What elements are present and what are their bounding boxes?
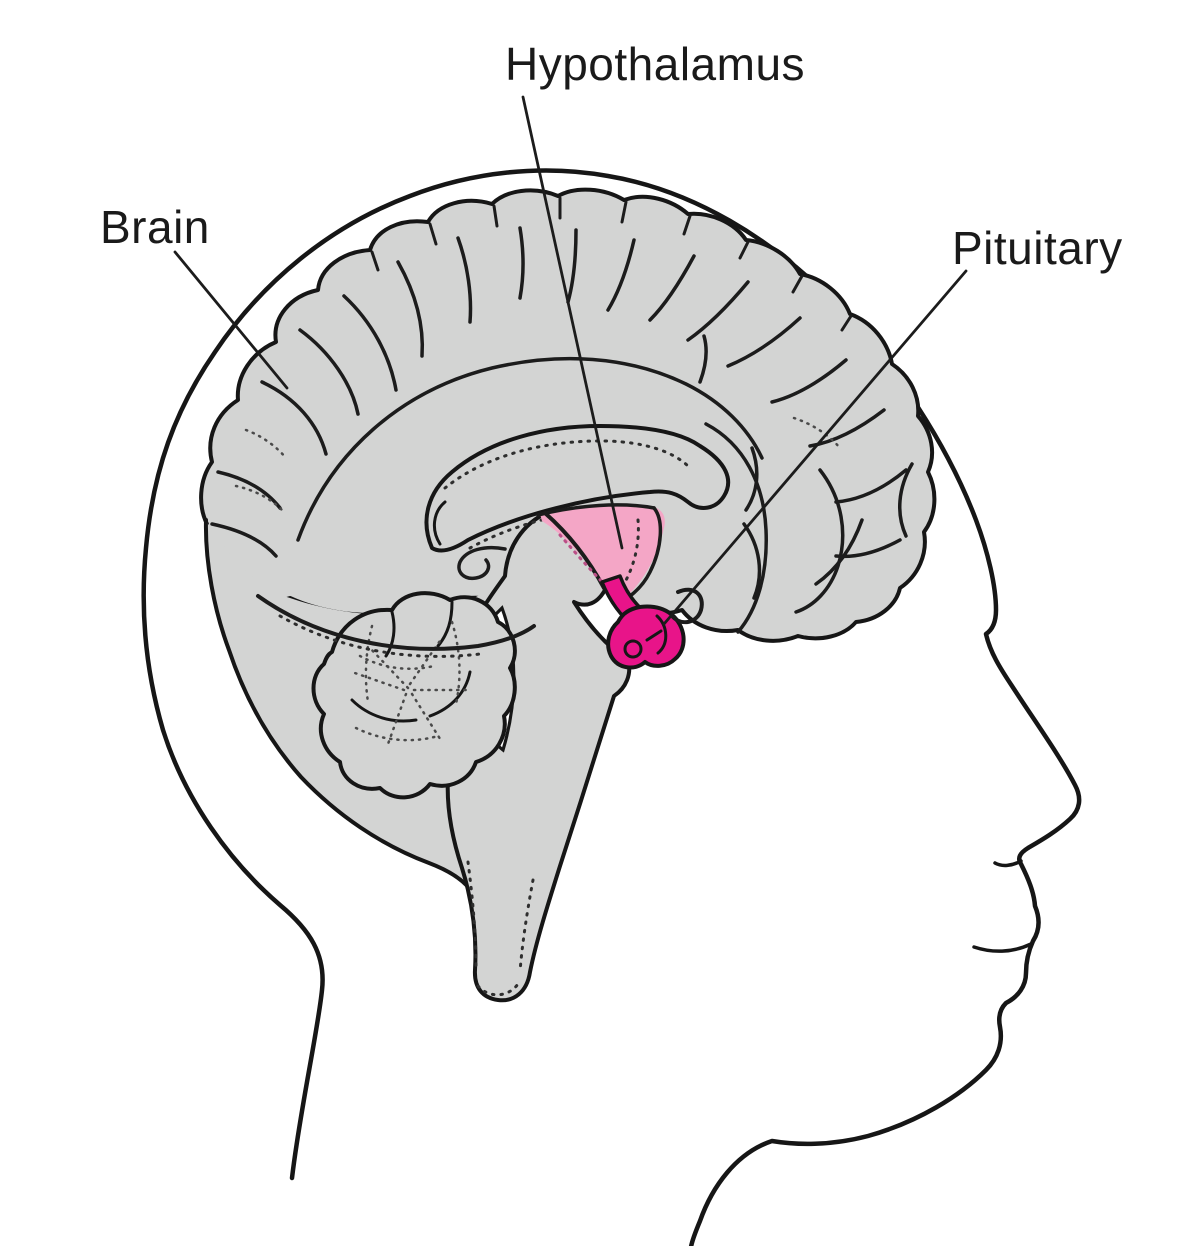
cerebellum-stipple: [386, 692, 408, 746]
dorsum-sellae-hook: [671, 587, 704, 625]
sulcus-line: [686, 280, 750, 342]
hypothalamus-region: [540, 504, 665, 598]
pituitary-leader-line: [662, 269, 968, 626]
tentorium-stipple: [278, 614, 482, 658]
hypothalamus-top-edge: [536, 503, 656, 517]
sulcus-line: [834, 468, 908, 504]
cord-stipple-end: [476, 982, 520, 997]
mouth-line: [972, 942, 1033, 953]
nostril-line: [993, 859, 1023, 868]
cord-stipple-edge: [518, 878, 535, 974]
genu-curl: [432, 500, 447, 546]
cingulate-sulcus: [296, 356, 764, 542]
cerebellum-stipple: [408, 636, 444, 686]
gyrus-notch: [370, 250, 380, 272]
pituitary-swirl: [645, 629, 663, 642]
sulcus-line: [260, 380, 328, 456]
cerebellum-shape: [311, 591, 517, 800]
cerebellum-stipple: [368, 646, 410, 690]
hypothalamus-group: [536, 503, 665, 598]
cerebellum-fold: [384, 610, 396, 658]
sulcus-line: [518, 226, 525, 300]
hypothalamus-label: Hypothalamus: [505, 38, 805, 90]
cerebellum-group: [311, 591, 517, 800]
brain-label: Brain: [100, 201, 210, 253]
pituitary-label: Pituitary: [952, 222, 1123, 274]
cerebellum-stipple: [364, 624, 374, 704]
gyrus-notch: [738, 240, 750, 260]
temporal-sulcus: [742, 522, 762, 600]
hypothalamus-stipple: [622, 518, 640, 586]
sulcus-line: [648, 254, 696, 322]
hypothalamus-leader-line: [521, 95, 624, 550]
cerebellum-fold: [428, 670, 472, 718]
sulcus-line: [396, 260, 425, 358]
occipital-sulcus: [898, 462, 914, 538]
cingulate-branch: [698, 334, 708, 384]
corpus-callosum-stipple: [468, 506, 617, 550]
cerebellum-stipple: [350, 670, 406, 692]
gyrus-notch: [791, 274, 804, 294]
gyrus-notch: [682, 214, 692, 236]
cerebellum-stipple: [358, 654, 436, 670]
gyrus-notch: [492, 204, 499, 228]
sulcus-line: [770, 358, 848, 404]
corpus-callosum-group: [424, 424, 730, 581]
sulcus-line: [726, 316, 802, 368]
gyrus-notch: [428, 222, 438, 246]
hypothalamus-right-edge: [628, 506, 663, 598]
temporal-sulcus: [814, 518, 864, 586]
posterior-fossa-outline: [203, 518, 474, 894]
cerebellum-stipple: [410, 692, 444, 744]
sulcus-line: [566, 228, 578, 304]
sulcus-line: [606, 238, 636, 312]
fornix-curl: [457, 545, 507, 581]
gyrus-notch: [620, 200, 628, 224]
corpus-callosum-shape: [424, 424, 730, 553]
pituitary-lobe-detail: [623, 639, 643, 659]
tentorium-line: [256, 594, 536, 651]
pituitary-swirl: [655, 614, 668, 655]
sulcus-line: [298, 328, 360, 416]
cerebellum-stipple: [354, 726, 440, 742]
cerebellum-stipple: [450, 620, 461, 706]
brain-leader-line: [173, 250, 289, 390]
sulcus-line: [210, 522, 278, 558]
leader-lines: [173, 95, 968, 626]
cerebellum-fold: [436, 600, 454, 648]
head-profile-outline: [141, 168, 1082, 1246]
parahippocampal-line: [704, 422, 768, 634]
gyrus-notch: [840, 314, 853, 332]
corpus-callosum-stipple: [443, 439, 691, 490]
stipple-texture: [244, 428, 288, 460]
sulcus-line: [342, 294, 398, 392]
labels-group: Brain Hypothalamus Pituitary: [100, 38, 1123, 274]
cord-stipple-edge: [466, 860, 478, 970]
sulcus-line: [456, 236, 473, 324]
stipple-texture: [792, 416, 842, 450]
head-outline-group: [141, 168, 1082, 1246]
cerebellum-fold: [350, 698, 418, 723]
